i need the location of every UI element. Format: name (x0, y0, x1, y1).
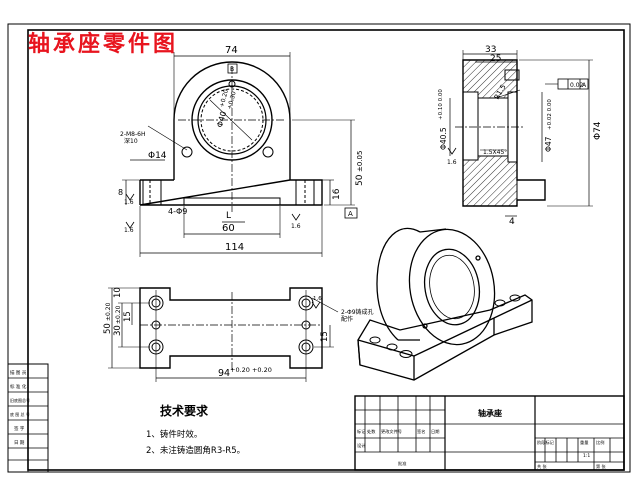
tb-label-date: 日期 (431, 429, 439, 435)
dim-15a: 15 (123, 311, 133, 322)
isometric-view (357, 227, 533, 381)
dim-10: 10 (113, 287, 123, 298)
drawing-title: 轴承座零件图 (28, 31, 179, 57)
datum-a: A (348, 210, 353, 218)
part-name: 轴承座 (478, 408, 502, 418)
rough-b: 1.6 (291, 223, 301, 230)
tb-label-sheet: 第 张 (596, 463, 607, 470)
tb-scale-value: 1:1 (583, 453, 590, 459)
dim-chamfer: 1.5X45° (483, 149, 507, 156)
tb-label-scale: 比例 (596, 439, 604, 446)
dim-bore-tol-up: +0.20 (218, 88, 230, 108)
dim-74: 74 (225, 45, 238, 56)
left-label-5: 日 期 (14, 440, 25, 446)
tb-label-sign: 签名 (417, 428, 425, 435)
side-rough: 1.6 (447, 159, 457, 166)
top-rough: 1.6 (313, 296, 322, 302)
tol-value: 0.02 (570, 82, 584, 89)
dim-50-tol: ±0.05 (356, 151, 364, 172)
left-label-3: 底 图 总 号 (10, 411, 30, 417)
dim-phi47-tol: +0.02 0.00 (547, 99, 553, 130)
dim-4: 4 (509, 217, 515, 227)
dim-slot: 4-Φ9 (168, 207, 187, 216)
note-holes-2: 配作 (341, 315, 353, 323)
rough-c: 1.6 (124, 199, 134, 206)
dim-25: 25 (490, 54, 501, 64)
tag-b: B (230, 66, 234, 73)
dim-33: 33 (485, 45, 496, 55)
dim-50-top-tol: ±0.20 (105, 302, 112, 321)
dim-left-8: 8 (118, 188, 123, 197)
side-view-text: 33 25 4 1.5X45° 0.02 A 1.6 R1.5 Φ40.5 +0… (438, 45, 603, 227)
dim-bore-tol-low: +0.30 (226, 90, 238, 110)
inner-border (27, 29, 625, 471)
tb-label-design: 设计 (357, 442, 365, 449)
tb-label-doc: 更改文件号 (381, 428, 402, 435)
dim-94-tol: +0.20 +0.20 (230, 366, 272, 374)
left-label-1: 标 准 化 (10, 383, 27, 390)
note-m8-depth: 深10 (124, 137, 138, 145)
dim-phi40-5-tol: +0.10 0.00 (438, 89, 444, 120)
dim-phi14: Φ14 (148, 151, 167, 161)
front-view-text: 74 114 60 L Φ14 4-Φ9 8 2-M8-6H 深10 1.6 1… (118, 45, 365, 253)
dim-16: 16 (332, 188, 342, 200)
dim-phi40-5: Φ40.5 (439, 127, 448, 150)
tech-requirements-title: 技术要求 (160, 404, 209, 418)
front-view (122, 52, 358, 257)
dim-30: 30 (113, 325, 123, 336)
top-view-text: 94 +0.20 +0.20 2-Φ9铸成孔 配作 1.6 50 ±0.20 3… (103, 287, 374, 379)
dim-94: 94 (218, 368, 230, 379)
top-view (108, 287, 339, 382)
dim-30-tol: ±0.20 (115, 305, 122, 324)
dim-15b: 15 (320, 331, 330, 342)
dim-phi74: Φ74 (593, 121, 603, 140)
tb-label-count: 处数 (367, 428, 376, 435)
title-block (7, 363, 625, 473)
left-label-4: 签 字 (14, 425, 25, 432)
dim-bore: Φ40 (215, 110, 228, 128)
title-block-text: 轴承座 标记 处数 更改文件号 签名 日期 设计 批准 阶段标记 重量 比例 1… (10, 369, 607, 470)
label-L: L (226, 211, 231, 221)
tb-label-stage: 阶段标记 (537, 439, 555, 446)
tech-requirement-1: 1、铸件时效。 (146, 430, 203, 440)
dim-phi47: Φ47 (544, 136, 553, 152)
note-holes: 2-Φ9铸成孔 (341, 308, 374, 316)
rough-a: 1.6 (124, 227, 134, 234)
outer-border (7, 23, 631, 473)
tb-label-approve: 批准 (398, 460, 406, 467)
dim-60: 60 (222, 223, 235, 234)
tb-label-mark: 标记 (357, 428, 366, 435)
left-label-2: 旧底图总号 (10, 397, 30, 403)
left-label-0: 描 图 员 (10, 369, 27, 376)
side-view (447, 50, 593, 217)
tb-label-total: 共 张 (537, 463, 548, 470)
tech-requirement-2: 2、未注铸造圆角R3-R5。 (146, 446, 246, 456)
note-m8: 2-M8-6H (120, 131, 145, 138)
tb-label-weight: 重量 (580, 439, 588, 446)
tol-datum: A (582, 82, 587, 89)
dim-50: 50 (355, 174, 365, 186)
dim-114: 114 (225, 242, 244, 253)
dim-50-top: 50 (103, 323, 113, 334)
